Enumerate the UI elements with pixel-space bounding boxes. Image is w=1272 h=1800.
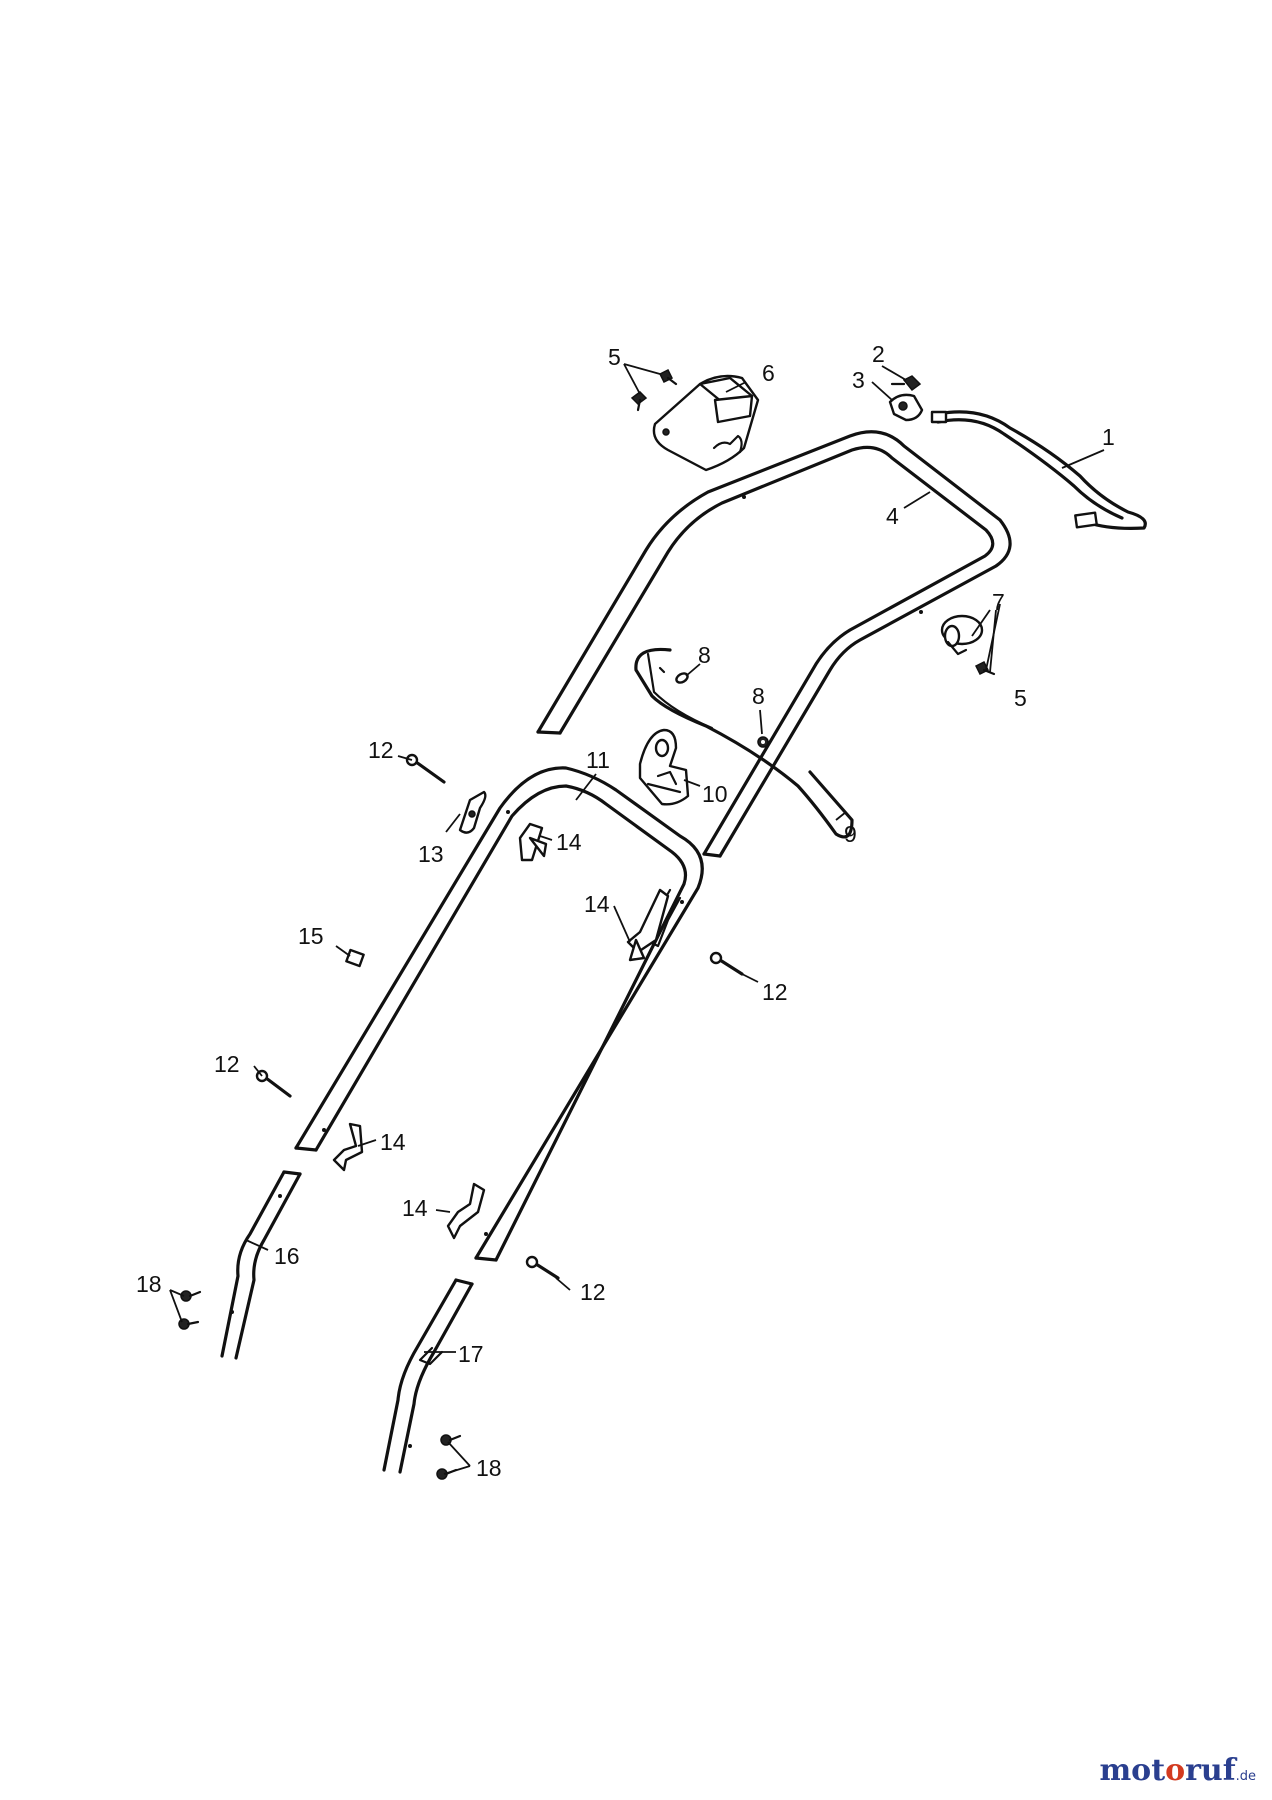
lower-tube-right xyxy=(382,1278,474,1474)
label-part-18-left: 18 xyxy=(136,1271,162,1297)
cable-bail xyxy=(930,410,1147,530)
leader-lines xyxy=(169,363,1105,1475)
watermark-part-2: o xyxy=(1165,1753,1186,1788)
cable-clamp xyxy=(940,614,984,656)
spacer-15 xyxy=(345,948,365,968)
wing-knob-14a xyxy=(518,822,548,862)
label-part-5-right: 5 xyxy=(1014,685,1027,711)
upper-handle-bar xyxy=(536,430,1012,858)
wing-knob-14b xyxy=(626,888,670,962)
label-part-7: 7 xyxy=(992,589,1005,615)
watermark-suffix: .de xyxy=(1235,1769,1256,1784)
cable-guide xyxy=(638,728,690,806)
label-part-2: 2 xyxy=(872,341,885,367)
washer-8a xyxy=(675,672,689,684)
label-part-5-top: 5 xyxy=(608,344,621,370)
wire-bracket xyxy=(634,647,854,839)
label-part-4: 4 xyxy=(886,503,899,529)
bolt-12a xyxy=(405,753,446,784)
watermark-part-1: mot xyxy=(1099,1753,1166,1788)
label-part-12-top: 12 xyxy=(368,737,394,763)
wing-knob-14d xyxy=(446,1182,486,1240)
label-part-6: 6 xyxy=(762,360,775,386)
screw-18a xyxy=(180,1290,202,1302)
middle-handle-frame xyxy=(294,766,704,1262)
label-part-14-left: 14 xyxy=(380,1129,406,1155)
label-part-14-top: 14 xyxy=(556,829,582,855)
bolt-12d xyxy=(525,1255,560,1280)
screw-18c xyxy=(440,1434,462,1446)
label-part-3: 3 xyxy=(852,367,865,393)
watermark-logo: motoruf.de xyxy=(1099,1753,1256,1788)
label-part-12-left: 12 xyxy=(214,1051,240,1077)
label-part-11: 11 xyxy=(586,747,610,773)
bracket-13 xyxy=(458,790,487,834)
label-part-14-mid: 14 xyxy=(584,891,610,917)
label-part-9: 9 xyxy=(844,821,857,847)
lower-tube-left xyxy=(220,1170,302,1360)
control-housing xyxy=(652,374,760,472)
part-labels: 1 2 3 4 5 6 7 5 8 8 9 10 11 12 13 14 14 … xyxy=(136,341,1115,1481)
label-part-12-lower: 12 xyxy=(580,1279,606,1305)
bolt-12b xyxy=(709,951,744,976)
label-part-8-right: 8 xyxy=(752,683,765,709)
label-part-13: 13 xyxy=(418,841,444,867)
screw-5c xyxy=(974,660,996,676)
label-part-10: 10 xyxy=(702,781,728,807)
screw-5a xyxy=(630,391,648,412)
screw-5b xyxy=(658,368,678,386)
label-part-1: 1 xyxy=(1102,424,1115,450)
label-part-12-mid: 12 xyxy=(762,979,788,1005)
watermark-part-3: ruf xyxy=(1185,1753,1236,1788)
clip-screw xyxy=(890,375,922,392)
label-part-8-left: 8 xyxy=(698,642,711,668)
label-part-18-right: 18 xyxy=(476,1455,502,1481)
washer-8b xyxy=(757,736,769,748)
label-part-16: 16 xyxy=(274,1243,300,1269)
wing-knob-14c xyxy=(332,1122,364,1172)
label-part-14-lower: 14 xyxy=(402,1195,428,1221)
label-part-15: 15 xyxy=(298,923,324,949)
label-part-17: 17 xyxy=(458,1341,484,1367)
cable-clip xyxy=(888,393,924,422)
